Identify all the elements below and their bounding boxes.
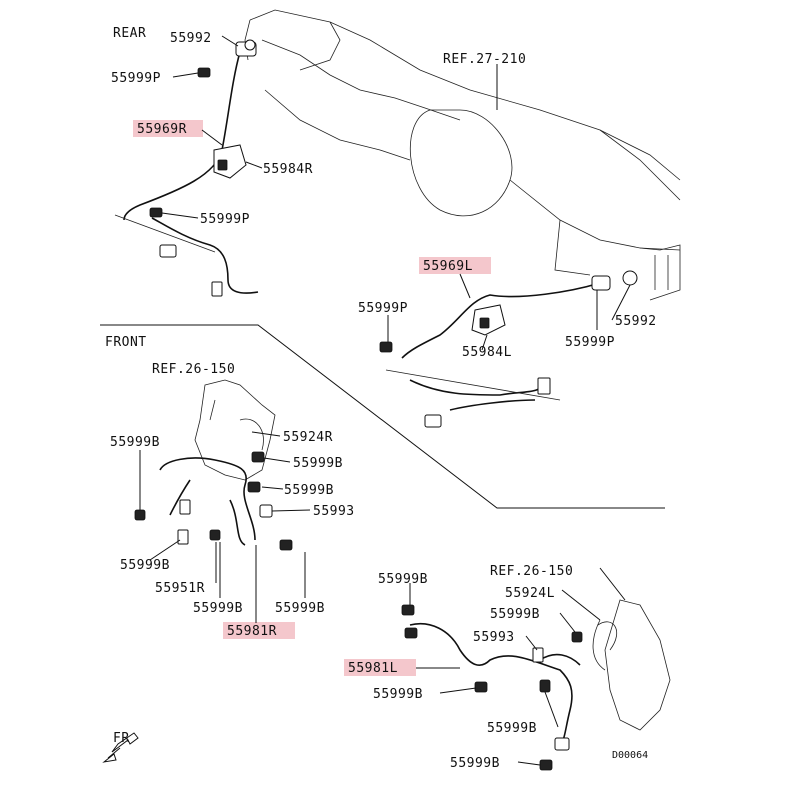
section-divider-rear-front bbox=[100, 324, 665, 509]
part-55984l: 55984L bbox=[462, 345, 512, 360]
part-55999b-2: 55999B bbox=[293, 456, 343, 471]
bolt-icon bbox=[571, 631, 583, 643]
rear-axle-housing bbox=[244, 9, 681, 301]
rear-right-connector bbox=[159, 244, 177, 258]
front-right-sensor bbox=[259, 504, 273, 518]
part-55999p-3: 55999P bbox=[358, 301, 408, 316]
bolt-icon bbox=[379, 341, 393, 353]
part-55984r: 55984R bbox=[263, 162, 313, 177]
bolt-icon bbox=[251, 451, 265, 463]
ref-knuckle-left: REF.26-150 bbox=[490, 564, 573, 579]
part-55981r: 55981R bbox=[227, 624, 277, 639]
rear-right-cable bbox=[123, 51, 241, 221]
ref-axle: REF.27-210 bbox=[443, 52, 526, 67]
ref-knuckle-right: REF.26-150 bbox=[152, 362, 235, 377]
part-55981l: 55981L bbox=[348, 661, 398, 676]
part-55999b-3: 55999B bbox=[284, 483, 334, 498]
part-55951r: 55951R bbox=[155, 581, 205, 596]
rear-left-sensor bbox=[591, 275, 611, 291]
part-55999b-11: 55999B bbox=[450, 756, 500, 771]
front-left-assembly bbox=[401, 599, 671, 771]
front-left-knuckle bbox=[604, 599, 671, 731]
bolt-icon bbox=[197, 67, 211, 78]
rear-right-wiring bbox=[114, 39, 259, 297]
rear-left-cable bbox=[401, 282, 601, 359]
part-55999b-1: 55999B bbox=[110, 435, 160, 450]
rear-left-wiring bbox=[379, 270, 638, 428]
part-55969r: 55969R bbox=[137, 122, 187, 137]
part-55992-rear-left: 55992 bbox=[615, 314, 657, 329]
front-right-assembly bbox=[134, 379, 293, 551]
part-55993-left: 55993 bbox=[473, 630, 515, 645]
bolt-icon bbox=[404, 627, 418, 639]
section-title-rear: REAR bbox=[113, 26, 146, 41]
part-55999b-6: 55999B bbox=[275, 601, 325, 616]
bolt-icon bbox=[401, 604, 415, 616]
bolt-icon bbox=[149, 207, 163, 218]
front-right-clip bbox=[177, 529, 189, 545]
part-55924r: 55924R bbox=[283, 430, 333, 445]
leader-lines bbox=[139, 35, 631, 766]
rear-left-connector bbox=[424, 414, 442, 428]
part-55999b-10: 55999B bbox=[487, 721, 537, 736]
highlight-55981l bbox=[344, 659, 416, 676]
drawing-code: D00064 bbox=[612, 750, 648, 761]
highlight-55969l bbox=[419, 257, 491, 274]
bolt-icon bbox=[134, 509, 146, 521]
bolt-icon bbox=[247, 481, 261, 493]
bolt-icon bbox=[539, 679, 551, 693]
part-55999b-5: 55999B bbox=[193, 601, 243, 616]
fr-marker-label: FR bbox=[113, 731, 130, 746]
highlight-55969r bbox=[133, 120, 203, 137]
part-55999b-8: 55999B bbox=[490, 607, 540, 622]
part-55999b-4: 55999B bbox=[120, 558, 170, 573]
front-direction-arrow bbox=[102, 732, 139, 763]
part-55999b-7: 55999B bbox=[378, 572, 428, 587]
front-left-cable bbox=[409, 623, 573, 746]
bolt-icon bbox=[279, 539, 293, 551]
bolt-icon bbox=[539, 759, 553, 771]
front-right-knuckle bbox=[194, 379, 276, 481]
part-55999p-1: 55999P bbox=[111, 71, 161, 86]
part-55999p-2: 55999P bbox=[200, 212, 250, 227]
front-right-cable bbox=[159, 457, 256, 541]
part-55993-right: 55993 bbox=[313, 504, 355, 519]
front-left-sensor bbox=[554, 737, 570, 751]
part-55999b-9: 55999B bbox=[373, 687, 423, 702]
highlight-55981r bbox=[223, 622, 295, 639]
bolt-icon bbox=[209, 529, 221, 541]
part-55969l: 55969L bbox=[423, 259, 473, 274]
bolt-icon bbox=[474, 681, 488, 693]
section-title-front: FRONT bbox=[105, 335, 147, 350]
part-55924l: 55924L bbox=[505, 586, 555, 601]
part-55992-rear-right: 55992 bbox=[170, 31, 212, 46]
part-55999p-4: 55999P bbox=[565, 335, 615, 350]
